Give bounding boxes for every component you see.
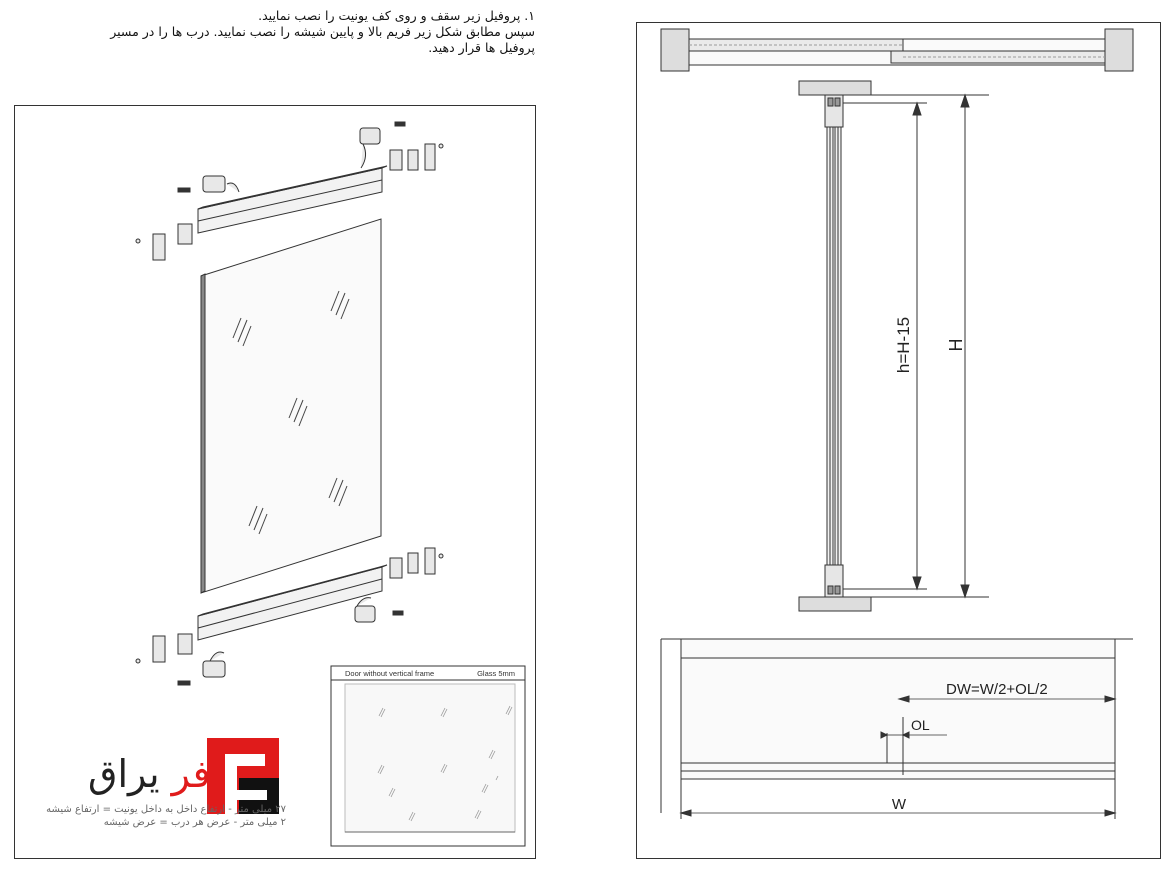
h-dimension-label: h=H-15 <box>894 317 913 373</box>
technical-drawing: h=H-15 H DW=W/2+OL/2 OL W <box>660 28 1134 819</box>
plan-view <box>660 28 1134 72</box>
note-line-2: ۲ میلی متر - عرض هر درب = عرض شیشه <box>103 817 286 828</box>
logo-mark <box>207 738 279 814</box>
logo-text: فر یراق <box>88 752 211 796</box>
top-hardware <box>135 121 444 261</box>
instruction-line-1: ۱. پروفیل زیر سقف و روی کف یونیت را نصب … <box>258 8 535 23</box>
logo-text-red: فر <box>171 752 211 796</box>
H-dimension-label: H <box>946 339 966 352</box>
glass-panel <box>200 218 382 594</box>
logo-text-dark: یراق <box>88 752 172 796</box>
elevation-view <box>660 638 1133 819</box>
inset-label-left: Door without vertical frame <box>345 669 434 678</box>
notes: ۲۷ میلی متر - ارتفاع داخل به داخل یونیت … <box>24 803 286 829</box>
w-dimension-label: W <box>892 796 907 813</box>
inset-label-right: Glass 5mm <box>477 669 515 678</box>
instructions: ۱. پروفیل زیر سقف و روی کف یونیت را نصب … <box>10 8 535 56</box>
note-line-1: ۲۷ میلی متر - ارتفاع داخل به داخل یونیت … <box>46 804 286 815</box>
exploded-assembly-drawing: Door without vertical frame Glass 5mm <box>135 121 526 847</box>
glass-reflections <box>232 290 350 535</box>
assembly-panel: Door without vertical frame Glass 5mm <box>14 105 536 859</box>
dw-dimension-label: DW=W/2+OL/2 <box>946 681 1048 698</box>
section-view <box>798 80 989 612</box>
technical-drawing-panel: h=H-15 H DW=W/2+OL/2 OL W <box>636 22 1161 859</box>
ol-dimension-label: OL <box>911 717 930 733</box>
inset-box: Door without vertical frame Glass 5mm <box>330 665 526 847</box>
inset-reflections <box>377 705 513 822</box>
bottom-hardware <box>135 547 444 686</box>
instruction-line-3: پروفیل ها قرار دهید. <box>428 40 535 55</box>
instruction-line-2: سپس مطابق شکل زیر فریم بالا و پایین شیشه… <box>110 24 535 39</box>
